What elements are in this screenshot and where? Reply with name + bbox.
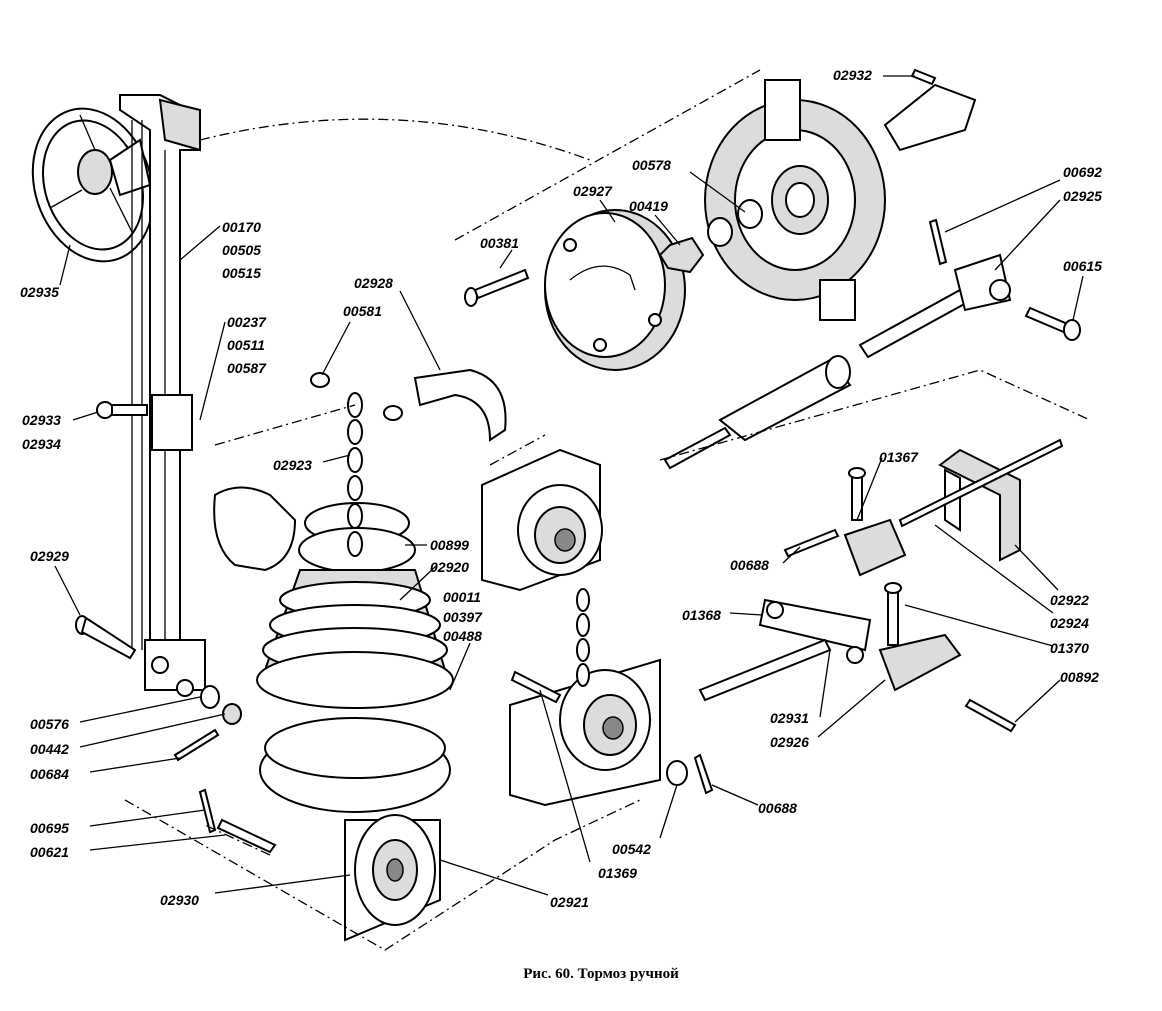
label-02923: 02923 — [273, 457, 312, 473]
label-00397: 00397 — [443, 609, 483, 625]
pin-00688-a — [783, 528, 840, 558]
label-00237: 00237 — [227, 314, 267, 330]
pulley-upper — [481, 448, 603, 592]
label-02928: 02928 — [354, 275, 393, 291]
label-01370: 01370 — [1050, 640, 1089, 656]
part-labels: 02932 00578 02927 00419 00381 00692 0292… — [20, 67, 1102, 910]
label-02927: 02927 — [573, 183, 613, 199]
pin-00695 — [198, 788, 217, 834]
label-00688-b: 00688 — [758, 800, 797, 816]
label-00442: 00442 — [30, 741, 69, 757]
turnbuckle — [663, 355, 852, 470]
label-02930: 02930 — [160, 892, 199, 908]
label-01367: 01367 — [879, 449, 919, 465]
label-00581: 00581 — [343, 303, 382, 319]
lever-02931 — [698, 598, 872, 702]
label-00692: 00692 — [1063, 164, 1102, 180]
washer-00581 — [310, 372, 330, 388]
label-00684: 00684 — [30, 766, 69, 782]
label-00695: 00695 — [30, 820, 69, 836]
label-02934: 02934 — [22, 436, 61, 452]
label-00542: 00542 — [612, 841, 651, 857]
washer-00578-b — [737, 199, 763, 229]
washer-00542 — [666, 760, 688, 786]
label-00621: 00621 — [30, 844, 69, 860]
figure-caption-text: Рис. 60. Тормоз ручной — [523, 966, 679, 982]
label-02924: 02924 — [1050, 615, 1089, 631]
washer-00576 — [200, 685, 220, 709]
nut-00442 — [222, 703, 242, 725]
label-00578: 00578 — [632, 157, 671, 173]
chain-02923 — [347, 392, 363, 557]
label-00381: 00381 — [480, 235, 519, 251]
label-02929: 02929 — [30, 548, 69, 564]
cover-disc-02927 — [544, 209, 686, 371]
pulley-01369 — [509, 658, 661, 807]
yoke-02922 — [898, 438, 1064, 562]
leader-lines — [54, 75, 1084, 896]
pin-00684 — [173, 728, 220, 762]
label-00515: 00515 — [222, 265, 261, 281]
label-01369: 01369 — [598, 865, 637, 881]
shaft-02932 — [883, 68, 977, 152]
label-00892: 00892 — [1060, 669, 1099, 685]
label-00170: 00170 — [222, 219, 261, 235]
label-00488: 00488 — [443, 628, 482, 644]
pin-00688-b — [693, 753, 714, 795]
label-02922: 02922 — [1050, 592, 1089, 608]
clevis-02926 — [878, 582, 962, 692]
label-00688-a: 00688 — [730, 557, 769, 573]
adjust-screw-02925 — [858, 253, 1012, 359]
label-02926: 02926 — [770, 734, 809, 750]
bolt-02929 — [75, 615, 137, 660]
washer-00581-b — [383, 405, 403, 421]
label-02921: 02921 — [550, 894, 589, 910]
bolt-02933 — [96, 401, 148, 419]
label-00576: 00576 — [30, 716, 69, 732]
pulley-02930 — [344, 814, 441, 942]
label-02920: 02920 — [430, 559, 469, 575]
label-00511: 00511 — [227, 337, 265, 353]
bolt-00621 — [216, 818, 277, 854]
figure-caption: Рис. 60. Тормоз ручной — [0, 966, 1162, 983]
half-shell-left — [213, 486, 297, 572]
label-00505: 00505 — [222, 242, 261, 258]
label-01368: 01368 — [682, 607, 721, 623]
label-02931: 02931 — [770, 710, 809, 726]
nut-00419 — [658, 236, 705, 274]
brake-housing — [704, 79, 886, 321]
label-00419: 00419 — [629, 198, 668, 214]
label-00615: 00615 — [1063, 258, 1102, 274]
washer-00578 — [707, 217, 733, 247]
vertical-column — [119, 94, 206, 697]
bolt-00615 — [1024, 306, 1081, 341]
label-00011: 00011 — [443, 589, 481, 605]
screw-00381 — [464, 268, 530, 307]
clevis-01367 — [843, 467, 907, 577]
pin-00892 — [964, 698, 1017, 733]
assembly-lines — [124, 69, 1091, 951]
label-02935: 02935 — [20, 284, 59, 300]
chain-vertical — [576, 588, 590, 687]
label-02933: 02933 — [22, 412, 61, 428]
half-shell-02928 — [413, 368, 507, 442]
pin-00692 — [928, 218, 948, 266]
label-00587: 00587 — [227, 360, 267, 376]
cone-bellows — [256, 502, 454, 813]
label-02925: 02925 — [1063, 188, 1102, 204]
label-00899: 00899 — [430, 537, 469, 553]
label-02932: 02932 — [833, 67, 872, 83]
handwheel — [31, 107, 155, 263]
